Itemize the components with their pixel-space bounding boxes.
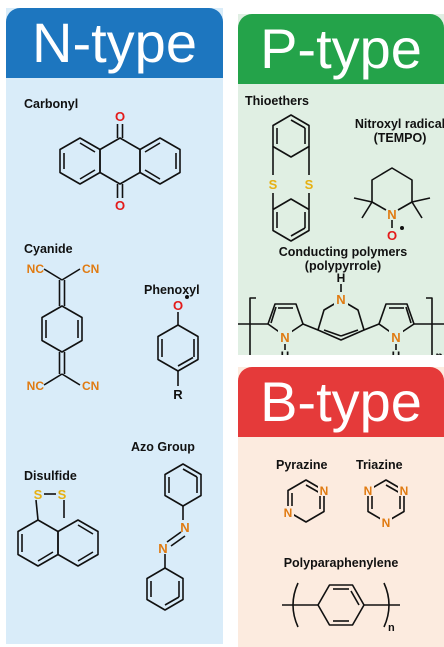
nitroxyl-label-line1: Nitroxyl radical [354,117,444,131]
conducting-label-line2: (polypyrrole) [304,259,382,274]
naphthalene-disulfide-structure: S S [17,487,99,567]
carbonyl-oxygen-bottom: O [115,198,125,213]
tcnq-structure: NC CN NC CN [27,262,100,393]
ppp-subscript-n: n [388,622,395,634]
azo-nitrogen-2: N [158,541,167,556]
pyrrole-hydrogen-2: H [337,271,346,285]
tempo-radical-dot [400,226,404,230]
pyrazine-nitrogen-1: N [320,484,329,498]
pyrazine-structure: N N [282,479,330,523]
pyrazine-nitrogen-2: N [284,506,293,520]
tempo-nitrogen: N [387,207,396,222]
conducting-polymers-label: Conducting polymers (polypyrrole) [248,245,438,274]
phenoxyl-oxygen: O [173,298,183,313]
pyrrole-nitrogen-1: N [280,330,289,345]
pyrrole-hydrogen-1: H [281,349,290,355]
cyanide-nc-top: NC [27,262,45,276]
polypyrrole-subscript-n: n [435,349,442,355]
tempo-structure: N O [353,167,431,243]
b-type-panel: B-type Pyrazine N N Triazine N N N Polyp… [238,367,444,647]
cyanide-label: Cyanide [24,242,73,256]
pyrrole-hydrogen-3: H [392,349,401,355]
p-type-panel: P-type Thioethers S S Nitroxyl radical (… [238,14,444,355]
pyrazine-label: Pyrazine [276,458,328,472]
conducting-label-line1: Conducting polymers [278,245,408,259]
n-type-panel: N-type Carbonyl O O Cyanide [6,8,223,644]
phenoxyl-structure: O R [157,295,199,402]
polyparaphenylene-label: Polyparaphenylene [283,556,399,570]
triazine-nitrogen-1: N [364,484,373,498]
b-type-header: B-type [238,367,444,437]
phenoxyl-radical-dot [185,295,189,299]
disulfide-sulfur-1: S [34,487,43,502]
thianthrene-structure: S S [269,114,314,242]
pyrrole-nitrogen-3: N [391,330,400,345]
phenoxyl-label: Phenoxyl [144,283,200,297]
triazine-label: Triazine [356,458,403,472]
cyanide-cn-bottom: CN [82,379,99,393]
thioether-sulfur-left: S [269,177,278,192]
nitroxyl-radical-label: Nitroxyl radical (TEMPO) [345,117,444,146]
carbonyl-label: Carbonyl [24,97,79,111]
tempo-oxygen: O [387,228,397,243]
polyparaphenylene-structure: n [282,582,400,634]
b-type-title: B-type [260,370,422,433]
p-type-header: P-type [238,14,444,84]
cyanide-cn-top: CN [82,262,99,276]
thioether-sulfur-right: S [305,177,314,192]
carbonyl-oxygen-top: O [115,109,125,124]
phenoxyl-r-group: R [173,387,183,402]
azo-group-label: Azo Group [131,440,195,454]
polypyrrole-structure: N H H N N H n [238,271,444,355]
anthraquinone-structure: O O [59,109,181,213]
cyanide-nc-bottom: NC [27,379,45,393]
disulfide-sulfur-2: S [58,487,67,502]
n-type-header: N-type [6,8,223,78]
n-type-title: N-type [32,11,197,74]
thioethers-label: Thioethers [245,94,309,108]
triazine-nitrogen-3: N [382,516,391,530]
nitroxyl-label-line2: (TEMPO) [373,131,427,146]
p-type-title: P-type [260,17,422,80]
azo-nitrogen-1: N [180,520,189,535]
triazine-nitrogen-2: N [400,484,409,498]
disulfide-label: Disulfide [24,469,77,483]
azobenzene-structure: N N [146,463,202,611]
triazine-structure: N N N [362,479,410,530]
pyrrole-nitrogen-2: N [336,292,345,307]
